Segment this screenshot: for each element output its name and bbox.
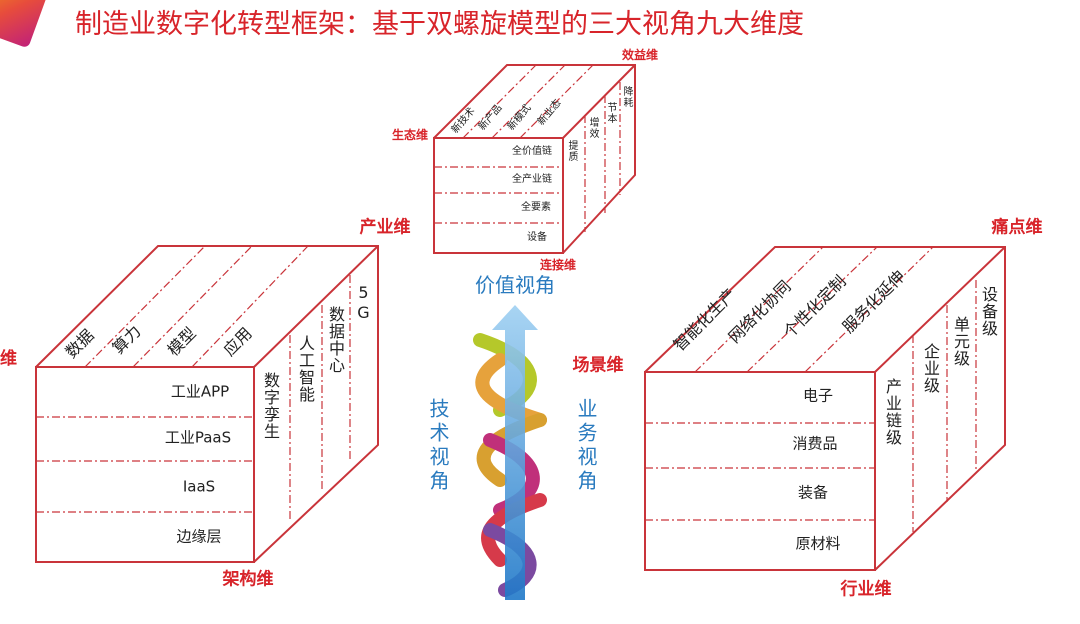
tech-perspective-label: 技术视角 [426,398,450,494]
front-face-label: 全价值链 [512,146,552,157]
side-face-label: 节本 [605,102,616,124]
dim-label: 产业维 [359,217,411,238]
side-face-label: 增效 [587,117,598,139]
front-face-label: 全要素 [521,202,551,213]
front-face-label: 工业PaaS [164,428,232,447]
dim-label: 效益维 [621,48,659,62]
dim-label: 连接维 [539,258,577,272]
side-face-label: 人工智能 [296,335,315,403]
side-face-label: 5G [354,283,373,323]
front-face-label: IaaS [182,477,216,496]
front-face-label: 装备 [797,483,829,502]
dim-label: 痛点维 [991,217,1043,238]
value-arrow [492,305,538,600]
dim-label: 生态维 [391,128,429,142]
business-perspective-label: 业务视角 [574,398,598,494]
front-face-label: 原材料 [795,534,841,553]
front-face-label: 设备 [527,232,547,243]
value-perspective-label: 价值视角 [475,273,555,297]
front-face-label: 电子 [802,386,834,405]
page-title: 制造业数字化转型框架：基于双螺旋模型的三大视角九大维度 [75,9,804,40]
front-face-label: 工业APP [170,382,230,401]
front-face-label: 全产业链 [512,174,552,185]
side-face-label: 产业链级 [883,378,902,446]
dim-label: 架构维 [222,569,274,590]
front-face-label: 边缘层 [176,527,222,546]
side-face-label: 数字孪生 [261,372,280,440]
side-face-label: 数据中心 [326,306,345,374]
dim-label: 维 [0,349,17,369]
left-cube [35,245,379,563]
side-face-label: 设备级 [979,286,998,337]
side-face-label: 企业级 [921,343,940,394]
side-face-label: 提质 [566,140,577,162]
front-face-label: 消费品 [792,434,838,453]
right-cube [644,246,1006,571]
side-face-label: 降耗 [621,86,632,108]
dim-label: 场景维 [572,355,624,376]
side-face-label: 单元级 [951,316,970,367]
dim-label: 行业维 [840,579,892,600]
